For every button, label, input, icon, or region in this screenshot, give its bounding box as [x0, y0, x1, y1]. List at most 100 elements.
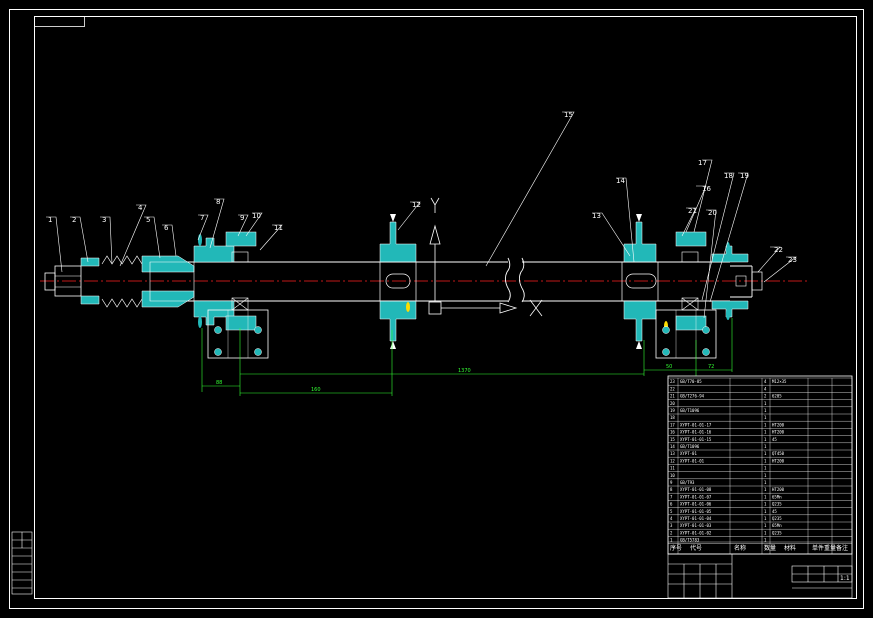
bom-row-number: 11	[670, 466, 675, 471]
bom-row-material: 45	[772, 437, 777, 442]
bom-row-code: XYPT-01-01-02	[680, 530, 712, 535]
bom-row-number: 23	[670, 379, 675, 384]
bom-row-number: 22	[670, 386, 675, 391]
bom-row-code: XYPT-01-01-05	[680, 509, 712, 514]
end-cap-right	[751, 271, 763, 291]
bearing-base-right	[655, 309, 717, 359]
hex-nut	[54, 265, 82, 297]
balloon-10: 10	[252, 212, 261, 220]
dimension-lines	[201, 318, 733, 396]
bom-row-quantity: 1	[764, 437, 767, 442]
bom-row-number: 19	[670, 408, 675, 413]
bom-row-number: 7	[670, 494, 673, 499]
bom-row-code: GB/T1096	[680, 444, 700, 449]
bom-row-number: 4	[670, 516, 673, 521]
bom-row-quantity: 1	[764, 530, 767, 535]
bom-header-qty: 数量	[764, 544, 776, 552]
balloon-2: 2	[72, 216, 76, 224]
bom-row-code: GB/T70-85	[680, 379, 702, 384]
balloon-11: 11	[274, 224, 283, 232]
dim-72: 72	[708, 364, 714, 370]
bom-row-quantity: 1	[764, 466, 767, 471]
bom-row: 15 XYPT-01-01-15 1 45	[670, 437, 777, 442]
bom-row: 5 XYPT-01-01-05 1 45	[670, 509, 777, 514]
bom-header-remark: 备注	[836, 544, 848, 552]
bom-row-quantity: 4	[764, 379, 767, 384]
dimension-text: 88 160 1370 50 72	[216, 364, 714, 393]
bom-row-code: GB/T5783	[680, 538, 700, 543]
bom-row-quantity: 1	[764, 473, 767, 478]
balloon-16: 16	[702, 185, 711, 193]
bom-row-quantity: 2	[764, 394, 767, 399]
bom-row-material: 6205	[772, 394, 782, 399]
bom-row-code: XYPT-01-01-04	[680, 516, 712, 521]
bom-row-code: XYPT-01-01-16	[680, 430, 712, 435]
left-end-assembly	[44, 255, 195, 308]
bom-row-quantity: 1	[764, 509, 767, 514]
key-slot-middle	[385, 273, 411, 289]
balloon-4: 4	[138, 204, 143, 212]
right-sprocket	[621, 214, 668, 349]
bom-row-material: HT200	[772, 487, 785, 492]
bom-row-number: 5	[670, 509, 673, 514]
scale-text: 1:1	[840, 575, 850, 582]
inner-frame	[34, 16, 857, 599]
outer-frame	[9, 9, 864, 609]
balloon-8: 8	[216, 198, 220, 206]
balloon-22: 22	[774, 246, 783, 254]
bom-header-code: 代号	[690, 544, 702, 552]
bom-row-number: 20	[670, 401, 675, 406]
cross-mark-icon	[529, 299, 543, 317]
y-axis-arrow-icon	[429, 197, 441, 301]
bom-row-quantity: 1	[764, 502, 767, 507]
bom-row-number: 12	[670, 458, 675, 463]
bom-row-quantity: 1	[764, 408, 767, 413]
bom-row-material: HT200	[772, 422, 785, 427]
bom-row-code: XYPT-01	[680, 451, 697, 456]
washer-left	[80, 257, 100, 305]
bom-row-code: GB/T276-94	[680, 394, 705, 399]
bom-row-code: XYPT-01-01-17	[680, 422, 712, 427]
bom-row-material: QT450	[772, 451, 785, 456]
bom-row-quantity: 1	[764, 458, 767, 463]
bom-row-material: HT200	[772, 430, 785, 435]
bom-row-number: 10	[670, 473, 675, 478]
bom-row-quantity: 1	[764, 494, 767, 499]
bom-row-material: 45	[772, 509, 777, 514]
balloon-3: 3	[102, 216, 106, 224]
bom-header: 序号 代号 名称 数量 材料 单件重量 备注	[670, 544, 848, 552]
bom-row-quantity: 1	[764, 538, 767, 543]
bom-row-number: 9	[670, 480, 673, 485]
bom-row-quantity: 1	[764, 422, 767, 427]
balloon-21: 21	[688, 207, 697, 215]
right-bearing-housing	[655, 231, 763, 359]
key-slot-right	[625, 273, 657, 289]
bom-row-number: 15	[670, 437, 675, 442]
bom-row-material: M12×35	[772, 379, 787, 384]
bom-row-code: XYPT-01-01-15	[680, 437, 712, 442]
bom-row-material: 65Mn	[772, 523, 782, 528]
balloon-7: 7	[200, 214, 204, 222]
bom-row: 23 GB/T70-85 4 M12×35	[670, 379, 787, 384]
bom-row: 10 1	[670, 473, 767, 478]
bom-row-material: 65Mn	[772, 494, 782, 499]
bom-row-quantity: 1	[764, 444, 767, 449]
bom-row-number: 1	[670, 538, 673, 543]
bom-row-code: XYPT-01-01-03	[680, 523, 712, 528]
